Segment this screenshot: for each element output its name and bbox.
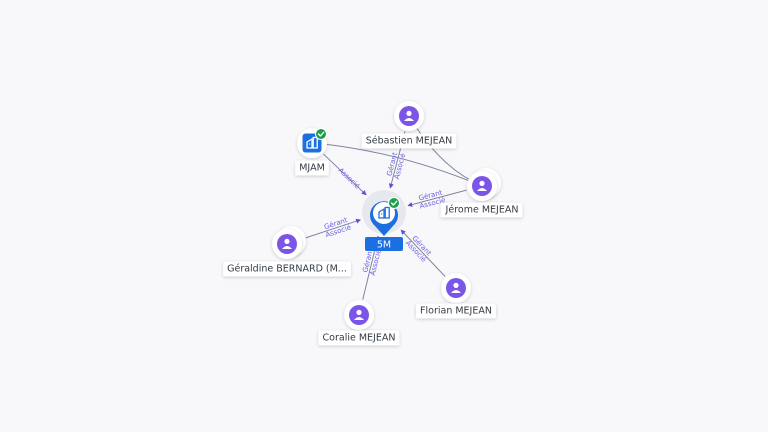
person-icon (472, 176, 492, 196)
node-label: Florian MEJEAN (420, 306, 492, 317)
node-label: Sébastien MEJEAN (366, 136, 453, 147)
hub-node[interactable]: 5M (362, 190, 406, 251)
edge-mjam-jerome (311, 142, 483, 187)
person-icon (446, 278, 466, 298)
edge-line (408, 115, 483, 187)
node-label-bg (416, 303, 496, 319)
person-icon (277, 234, 297, 254)
node-jerome[interactable]: Jérome MEJEAN (440, 168, 523, 218)
edge-line (407, 189, 467, 207)
node-label-bg (318, 330, 400, 346)
edge-label: GérantAssocié (361, 247, 383, 276)
node-label: Géraldine BERNARD (M... (227, 264, 347, 275)
edge-florian-hub: GérantAssocié (400, 229, 446, 277)
node-label: Jérome MEJEAN (445, 205, 519, 216)
edge-label-line: Associé (337, 166, 362, 190)
node-florian[interactable]: Florian MEJEAN (416, 273, 496, 319)
nodes-layer: MJAM Sébastien MEJEAN Jérome MEJEAN Géraldi… (223, 101, 523, 346)
node-geraldine[interactable]: Géraldine BERNARD (M... (223, 226, 351, 277)
node-label-bg (223, 261, 351, 277)
verified-icon (315, 128, 327, 140)
person-icon (349, 305, 369, 325)
edge-geraldine-hub: GérantAssocié (302, 216, 362, 240)
verified-icon (388, 197, 400, 209)
edge-label: Associé (337, 166, 362, 190)
hub-badge (365, 237, 403, 251)
edge-label: GérantAssocié (322, 216, 352, 239)
node-sebastien[interactable]: Sébastien MEJEAN (361, 101, 457, 149)
node-mjam[interactable]: MJAM (295, 128, 329, 176)
node-label-bg (361, 133, 457, 149)
building-icon (302, 133, 322, 153)
node-coralie[interactable]: Coralie MEJEAN (318, 300, 400, 346)
person-icon (399, 106, 419, 126)
edge-line (323, 153, 367, 196)
edge-line (302, 218, 362, 240)
node-label: Coralie MEJEAN (323, 333, 396, 344)
verified-icon (388, 197, 400, 209)
edge-jerome-sebastien (408, 115, 483, 187)
node-label-bg (295, 160, 329, 176)
building-icon (378, 206, 390, 219)
hub-label: 5M (377, 240, 391, 251)
edge-line (311, 142, 483, 187)
building-icon (378, 206, 390, 219)
node-label: MJAM (299, 163, 325, 174)
edge-mjam-hub: Associé (323, 153, 367, 196)
node-label-bg (440, 202, 523, 218)
edge-line (400, 229, 446, 277)
